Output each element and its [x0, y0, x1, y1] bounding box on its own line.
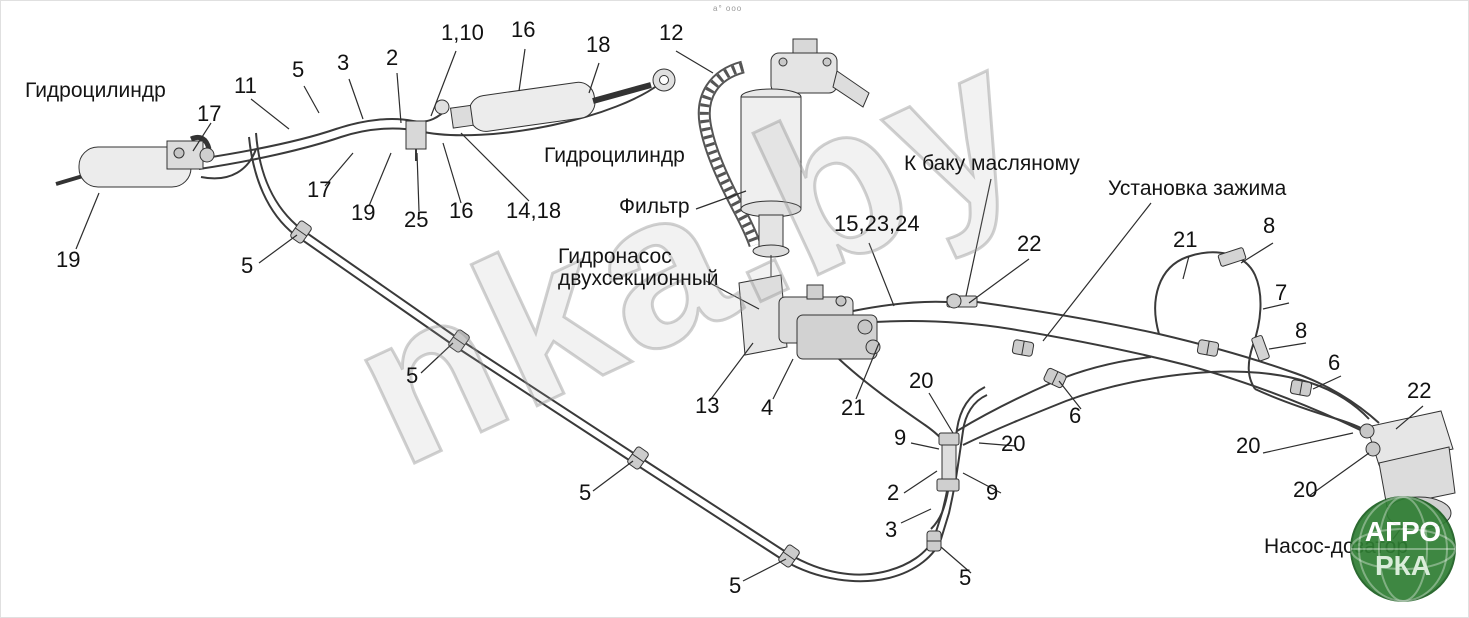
callout-9-a: 9	[894, 425, 907, 450]
loop-fittings	[1217, 247, 1270, 362]
callout-21-mid: 21	[841, 395, 866, 420]
pump-assembly	[738, 274, 881, 360]
logo-text-bottom: РКА	[1375, 550, 1431, 581]
callout-15-23-24: 15,23,24	[834, 211, 920, 236]
site-logo: АГРО РКА	[1350, 496, 1456, 602]
corrugated-hose	[697, 60, 762, 248]
callout-19-left: 19	[56, 247, 81, 272]
callout-3-top: 3	[337, 50, 350, 75]
callout-5-diag2: 5	[579, 480, 592, 505]
callout-5-top: 5	[292, 57, 305, 82]
callout-12: 12	[659, 20, 684, 45]
callout-14-18: 14,18	[506, 198, 562, 223]
callout-20-b: 20	[1001, 431, 1026, 456]
label-pump-line1: Гидронасос	[558, 245, 672, 268]
callout-2-top: 2	[386, 45, 399, 70]
label-cylinder-top: Гидроцилиндр	[544, 144, 685, 167]
leader-lines	[75, 48, 1424, 582]
callout-17-left: 17	[197, 101, 222, 126]
left-cylinder	[55, 134, 215, 188]
callout-17-mid: 17	[307, 177, 332, 202]
label-cylinder-left: Гидроцилиндр	[25, 79, 166, 102]
tiny-print-mark: а° ооо	[713, 4, 743, 13]
callout-16-mid: 16	[449, 198, 474, 223]
callout-25: 25	[404, 207, 429, 232]
callout-11: 11	[234, 73, 257, 98]
label-to-tank: К баку масляному	[904, 152, 1080, 175]
callout-5-left: 5	[241, 253, 254, 278]
pipe-clamps	[290, 220, 1313, 568]
callout-20-d: 20	[1293, 477, 1318, 502]
coupling-stack	[936, 432, 960, 492]
callout-5-bottom2: 5	[959, 565, 972, 590]
callout-4: 4	[761, 395, 774, 420]
callout-6-mid: 6	[1069, 403, 1082, 428]
callout-19-mid: 19	[351, 200, 376, 225]
callout-7: 7	[1275, 280, 1288, 305]
logo-text-top: АГРО	[1365, 516, 1441, 547]
callout-20-c: 20	[1236, 433, 1261, 458]
callout-16-top: 16	[511, 17, 536, 42]
callout-6-right: 6	[1328, 350, 1341, 375]
callout-8-mid: 8	[1295, 318, 1308, 343]
callout-13: 13	[695, 393, 720, 418]
label-pump-line2: двухсекционный	[558, 267, 719, 290]
callout-1-10: 1,10	[441, 20, 484, 45]
callout-8-top: 8	[1263, 213, 1276, 238]
callout-5-bottom1: 5	[729, 573, 742, 598]
callout-22-right: 22	[1407, 378, 1432, 403]
callout-3-bottom: 3	[885, 517, 898, 542]
callout-18: 18	[586, 32, 611, 57]
tank-line-fitting	[946, 293, 978, 309]
callout-21-right: 21	[1173, 227, 1198, 252]
filter-assembly	[740, 38, 870, 283]
callout-9-b: 9	[986, 480, 999, 505]
callout-2-bottom: 2	[887, 480, 900, 505]
callout-5-diag1: 5	[406, 363, 419, 388]
callout-22-mid: 22	[1017, 231, 1042, 256]
label-filter: Фильтр	[619, 195, 690, 218]
top-cylinder	[405, 68, 676, 150]
label-clamp-install: Установка зажима	[1108, 177, 1287, 200]
callout-20-a: 20	[909, 368, 934, 393]
